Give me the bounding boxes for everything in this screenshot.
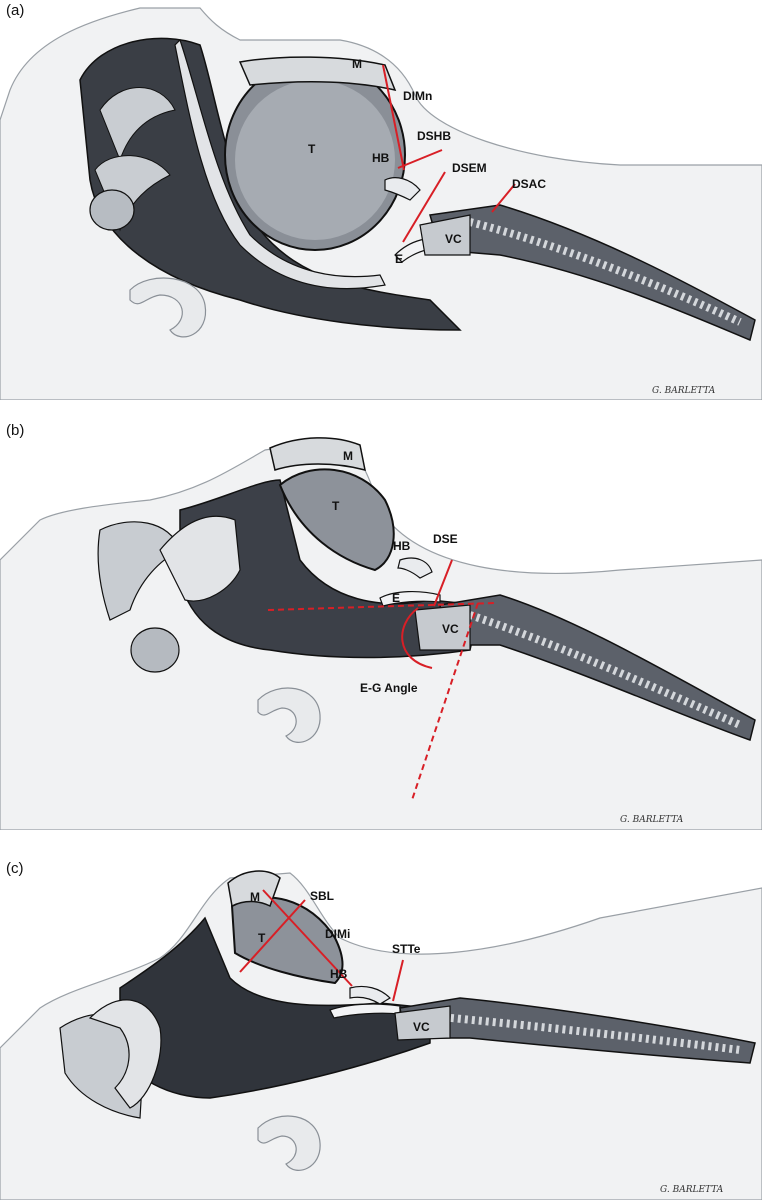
label-stte: STTe — [392, 942, 421, 956]
dimn-line — [382, 64, 405, 171]
turbinate-lower-b — [130, 627, 180, 673]
soft-palate-b — [159, 515, 241, 602]
mandible-b — [269, 437, 366, 472]
vocal-cords — [419, 214, 471, 256]
label-m-b: M — [343, 449, 353, 463]
panel-letter-b: (b) — [6, 422, 25, 439]
dimi-line — [262, 889, 353, 987]
label-hb: HB — [372, 151, 390, 165]
signature-b: G. BARLETTA — [620, 815, 684, 825]
label-dsac: DSAC — [512, 177, 546, 191]
panel-b: (b) M T HB E VC DSE E-G Angle G. — [0, 420, 762, 830]
panel-c: (c) M T HB VC SBL DIMi STTe G. BARLETTA — [0, 858, 762, 1200]
vocal-cords-c — [394, 1005, 451, 1041]
sbl-line — [239, 899, 306, 973]
tongue-c — [230, 896, 344, 985]
tracheal-rings — [469, 218, 742, 326]
tongue-inner — [235, 80, 395, 240]
turbinate-lower — [89, 189, 135, 231]
tracheal-rings-b — [468, 611, 742, 729]
anatomy-illustration-a: M T HB E VC DIMn DSHB DSEM DSAC G. BARLE… — [0, 7, 762, 400]
label-t-b: T — [332, 499, 340, 513]
hyoid-bone-b — [397, 557, 433, 579]
label-vc-b: VC — [442, 622, 459, 636]
label-dshb: DSHB — [417, 129, 451, 143]
label-sbl: SBL — [310, 889, 334, 903]
mandible-c — [227, 870, 281, 908]
label-dse: DSE — [433, 532, 458, 546]
tracheal-rings-c — [429, 1012, 741, 1054]
dse-line — [433, 559, 453, 607]
ear-c — [257, 1115, 321, 1171]
turbinate-upper — [99, 87, 176, 162]
turbinates-b — [97, 521, 181, 621]
eg-angle-arc — [401, 607, 433, 669]
dsac-line — [491, 183, 516, 213]
panel-a: (a) M T HB E VC — [0, 0, 762, 400]
hyoid-bone — [384, 177, 421, 201]
horizontal-reference-line — [267, 602, 496, 611]
trachea — [429, 204, 756, 342]
tongue-b — [278, 468, 395, 572]
label-eg-angle: E-G Angle — [360, 681, 418, 695]
dshb-line — [397, 149, 443, 169]
signature-a: G. BARLETTA — [652, 386, 716, 396]
signature-c: G. BARLETTA — [660, 1185, 724, 1195]
label-t-c: T — [258, 931, 266, 945]
pharynx-c — [119, 916, 431, 1099]
dsem-line — [402, 171, 446, 243]
ear — [129, 277, 207, 338]
soft-palate-c — [88, 999, 162, 1109]
label-m: M — [352, 57, 362, 71]
label-t: T — [308, 142, 316, 156]
label-hb-b: HB — [393, 539, 411, 553]
label-vc-c: VC — [413, 1020, 430, 1034]
panel-letter-a: (a) — [6, 2, 25, 19]
soft-palate — [174, 38, 386, 290]
label-dimi: DIMi — [325, 927, 350, 941]
label-m-c: M — [250, 890, 260, 904]
stte-line — [392, 959, 404, 1002]
label-hb-c: HB — [330, 967, 348, 981]
mandible — [238, 56, 397, 92]
anatomy-illustration-c: M T HB VC SBL DIMi STTe G. BARLETTA — [0, 870, 762, 1200]
label-dimn: DIMn — [403, 89, 432, 103]
anatomy-illustration-b: M T HB E VC DSE E-G Angle G. BARLETTA — [0, 437, 762, 830]
label-dsem: DSEM — [452, 161, 487, 175]
panel-letter-c: (c) — [6, 860, 24, 877]
ear-b — [257, 687, 321, 743]
epiglottis-b — [379, 591, 441, 607]
label-vc: VC — [445, 232, 462, 246]
label-e: E — [395, 252, 403, 266]
glottic-axis-line — [411, 602, 479, 801]
vocal-cords-b — [414, 604, 471, 651]
label-e-b: E — [392, 591, 400, 605]
